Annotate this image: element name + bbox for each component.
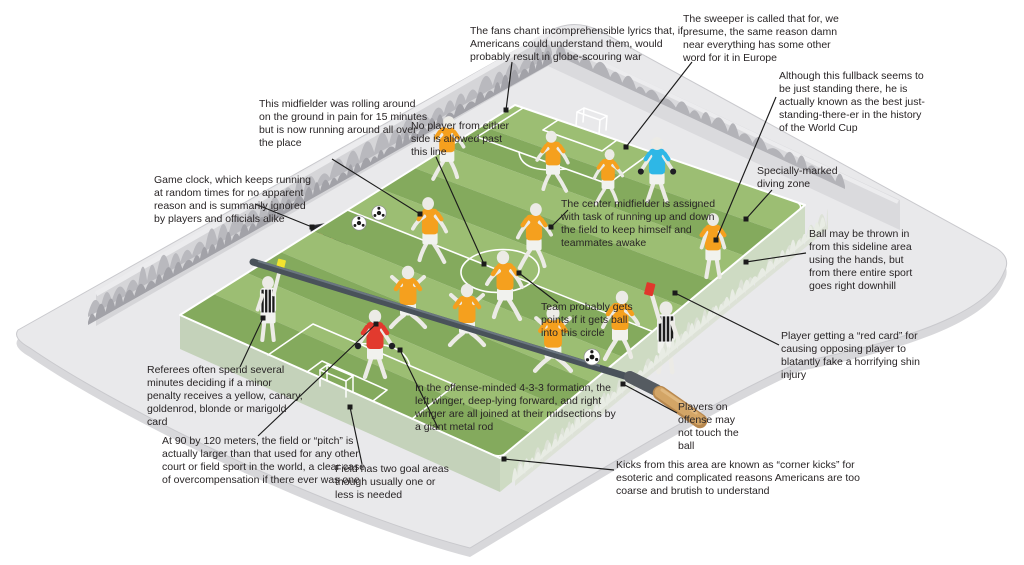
turf-stripe (280, 231, 622, 383)
ball-near-clock-2 (371, 205, 387, 221)
leader-dot-goal-areas (347, 404, 353, 410)
corner-arc-right (796, 201, 802, 211)
leader-dot-corner-kicks (501, 456, 507, 462)
leader-offense-hands (622, 383, 678, 414)
leader-fans-chant (505, 61, 513, 111)
goal-bottom (319, 364, 354, 398)
leader-dot-midfield-line (481, 261, 487, 267)
keeper-glove (388, 342, 396, 350)
leader-diving-zone (745, 189, 773, 220)
player-circle-player (485, 250, 524, 322)
leader-field-size (257, 323, 377, 437)
player-center-midfielder (515, 203, 554, 270)
leader-dot-offense-hands (620, 381, 626, 387)
leader-dot-diving-zone (743, 216, 749, 222)
player-winger-top (429, 116, 466, 181)
leader-center-circle (518, 272, 559, 304)
leader-dot-throw-in (743, 259, 749, 265)
keeper-glove (637, 168, 644, 175)
player-rod-forward (447, 283, 487, 348)
leader-referee-cards (239, 317, 264, 368)
leader-dot-formation-rod (397, 347, 403, 353)
leader-rolling-midfielder (331, 158, 421, 215)
rod-handle (654, 387, 705, 425)
leader-dot-center-midfielder (548, 224, 554, 230)
rod-ferrule (624, 371, 662, 396)
crowd-right (556, 44, 845, 189)
leader-lines (239, 61, 807, 471)
turf-stripe (213, 273, 561, 433)
goal-top (575, 107, 608, 135)
players-layer (255, 116, 727, 380)
leader-formation-rod (399, 349, 439, 429)
crowd-silhouettes (88, 44, 845, 326)
balls-layer (351, 205, 601, 366)
leader-dot-referee-cards (260, 315, 266, 321)
leader-throw-in (745, 252, 807, 263)
player-sweeper-keeper (637, 137, 677, 204)
player-goalkeeper-red (354, 309, 396, 380)
player-right-player (601, 290, 640, 362)
leader-red-card (674, 292, 780, 346)
foosball-rod (249, 258, 708, 429)
turf-stripe (381, 168, 714, 307)
leader-corner-kicks (503, 458, 615, 471)
leader-fullback (715, 96, 777, 241)
leader-midfield-line (435, 156, 485, 265)
red-card (644, 282, 656, 297)
leader-dot-field-size (373, 321, 379, 327)
leader-sweeper (625, 61, 693, 148)
leader-dot-red-card (672, 290, 678, 296)
ball-on-rod (583, 348, 601, 366)
ball-near-clock-1 (351, 215, 367, 231)
leader-dot-game-clock (309, 224, 315, 230)
leader-dot-rolling-midfielder (417, 211, 423, 217)
leader-dot-fullback (713, 237, 719, 243)
leader-dot-sweeper (623, 144, 629, 150)
player-forward-top (592, 149, 625, 206)
turf-stripe (414, 147, 744, 281)
corner-arc-bottom (491, 452, 507, 457)
leader-center-midfielder (550, 209, 569, 228)
crowd-left-near (88, 50, 552, 326)
keeper-glove (670, 168, 677, 175)
keeper-glove (354, 342, 362, 350)
crowd-foreground (512, 209, 828, 486)
center-circle (445, 241, 555, 301)
leader-dot-fans-chant (503, 107, 509, 113)
leader-dot-center-circle (516, 270, 522, 276)
crowd-foreground-near (512, 217, 825, 483)
leader-game-clock (254, 203, 313, 228)
turf-stripe (247, 252, 592, 408)
leader-goal-areas (349, 406, 363, 465)
player-fullback (699, 213, 727, 280)
player-midfielder-top (535, 130, 570, 193)
